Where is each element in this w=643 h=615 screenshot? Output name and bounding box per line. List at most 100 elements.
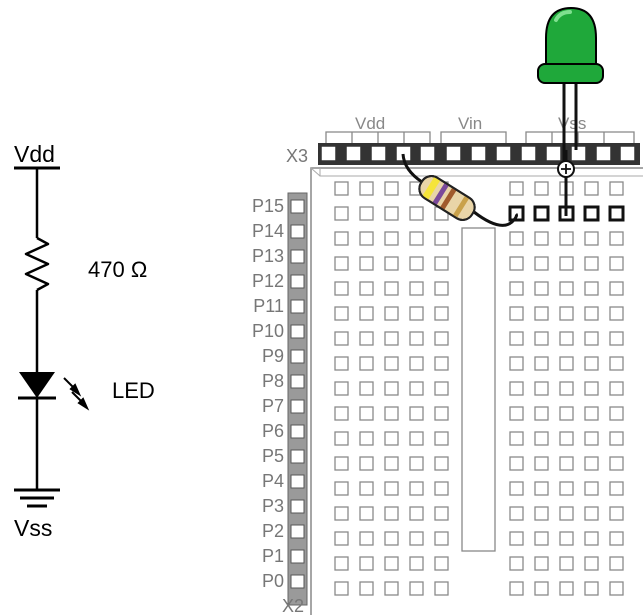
socket-hole	[409, 281, 424, 296]
socket-hole	[384, 431, 399, 446]
socket-hole	[434, 431, 449, 446]
socket-hole	[359, 431, 374, 446]
green-led	[537, 6, 604, 84]
socket-hole	[409, 231, 424, 246]
socket-hole	[609, 581, 624, 596]
socket-hole	[609, 306, 624, 321]
socket-hole	[509, 306, 524, 321]
x3-header-socket	[571, 146, 586, 161]
socket-hole	[584, 331, 599, 346]
socket-hole	[559, 431, 574, 446]
socket-hole	[384, 231, 399, 246]
socket-hole	[584, 431, 599, 446]
socket-hole	[534, 331, 549, 346]
socket-hole	[434, 281, 449, 296]
socket-hole	[384, 531, 399, 546]
socket-hole	[409, 381, 424, 396]
socket-hole	[559, 506, 574, 521]
socket-hole	[584, 481, 599, 496]
socket-hole	[534, 481, 549, 496]
socket-hole	[334, 231, 349, 246]
socket-hole	[334, 556, 349, 571]
socket-hole	[559, 331, 574, 346]
socket-hole	[559, 531, 574, 546]
socket-hole	[334, 306, 349, 321]
socket-hole	[534, 531, 549, 546]
pin-label: P10	[252, 321, 284, 341]
pin-socket	[290, 224, 305, 239]
socket-hole	[584, 406, 599, 421]
socket-hole	[334, 181, 349, 196]
socket-hole	[359, 506, 374, 521]
socket-hole	[584, 506, 599, 521]
socket-hole	[359, 581, 374, 596]
vdd-header-label: Vdd	[355, 114, 385, 133]
socket-hole	[409, 481, 424, 496]
socket-hole	[384, 356, 399, 371]
socket-hole	[359, 481, 374, 496]
pin-socket	[290, 499, 305, 514]
socket-hole	[334, 581, 349, 596]
socket-hole	[359, 281, 374, 296]
x3-header	[318, 143, 640, 165]
socket-hole	[334, 331, 349, 346]
socket-hole	[609, 231, 624, 246]
socket-hole	[359, 356, 374, 371]
socket-hole	[559, 306, 574, 321]
socket-hole	[334, 356, 349, 371]
socket-hole	[384, 206, 399, 221]
socket-hole	[334, 256, 349, 271]
socket-hole	[584, 181, 599, 196]
pin-socket	[290, 449, 305, 464]
x3-header-socket	[496, 146, 511, 161]
light-emission-arrows	[63, 377, 90, 411]
socket-hole	[409, 531, 424, 546]
pin-label: P11	[253, 296, 284, 316]
socket-hole	[609, 456, 624, 471]
socket-hole	[609, 356, 624, 371]
pin-label: P15	[252, 196, 284, 216]
socket-hole	[384, 181, 399, 196]
pin-label: P6	[262, 421, 284, 441]
x3-header-socket	[596, 146, 611, 161]
x3-header-socket	[321, 146, 336, 161]
vin-header-label: Vin	[458, 114, 482, 133]
socket-hole	[559, 281, 574, 296]
socket-hole	[508, 205, 525, 222]
pin-label: P4	[262, 471, 284, 491]
x3-label: X3	[286, 146, 308, 166]
socket-hole	[384, 281, 399, 296]
pin-socket	[290, 549, 305, 564]
center-channel	[461, 227, 496, 552]
pin-label: P14	[252, 221, 284, 241]
socket-hole	[534, 281, 549, 296]
socket-hole	[584, 231, 599, 246]
x3-header-socket	[620, 146, 635, 161]
socket-hole	[584, 281, 599, 296]
socket-hole	[334, 431, 349, 446]
socket-hole	[334, 381, 349, 396]
socket-hole	[384, 456, 399, 471]
socket-hole	[533, 205, 550, 222]
socket-hole	[334, 456, 349, 471]
socket-hole	[434, 381, 449, 396]
socket-hole	[334, 206, 349, 221]
socket-hole	[359, 381, 374, 396]
socket-hole	[534, 306, 549, 321]
socket-hole	[584, 556, 599, 571]
socket-hole	[334, 406, 349, 421]
pin-socket	[290, 249, 305, 264]
socket-hole	[509, 456, 524, 471]
socket-hole	[509, 256, 524, 271]
pin-header-strip	[287, 192, 308, 606]
socket-hole	[559, 356, 574, 371]
socket-hole	[434, 306, 449, 321]
socket-hole	[559, 456, 574, 471]
socket-hole	[409, 206, 424, 221]
socket-hole	[608, 205, 625, 222]
socket-hole	[434, 456, 449, 471]
pin-socket	[290, 349, 305, 364]
socket-hole	[509, 406, 524, 421]
socket-hole	[609, 381, 624, 396]
